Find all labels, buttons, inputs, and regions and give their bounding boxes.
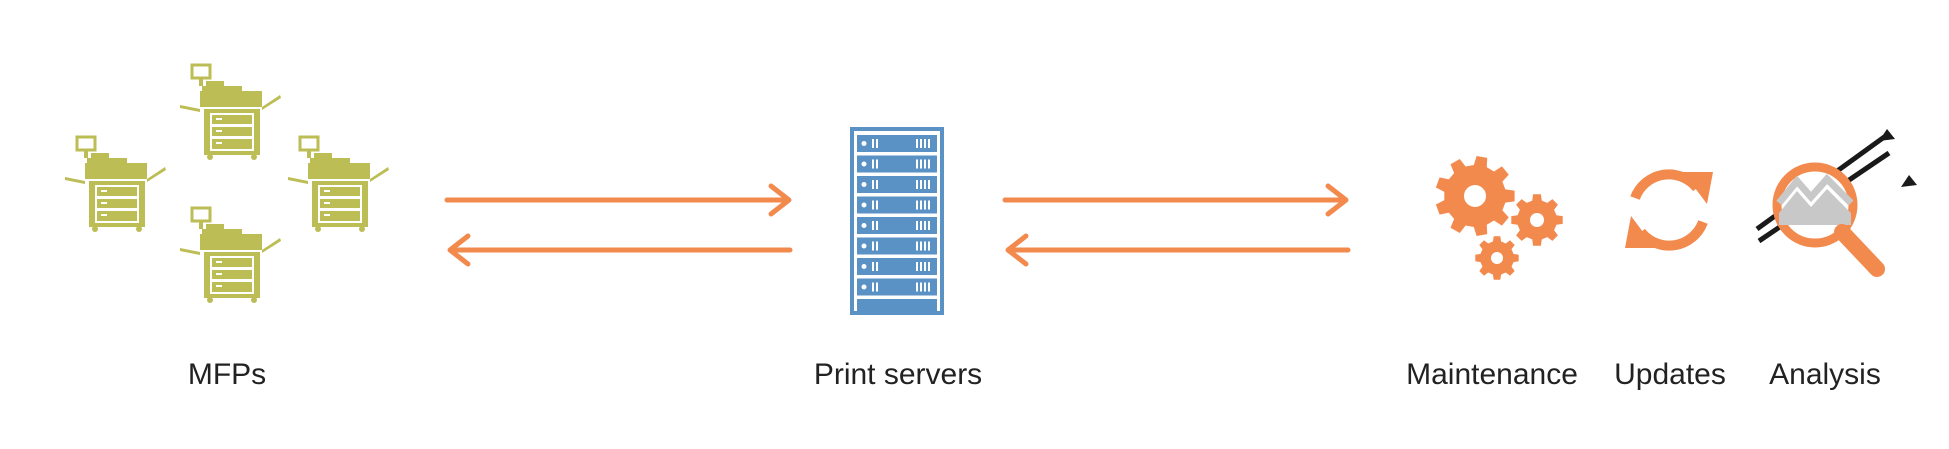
printer-icon: [288, 137, 389, 232]
refresh-icon: [1625, 169, 1713, 251]
label-maintenance: Maintenance: [1406, 358, 1578, 391]
printer-icon: [180, 65, 281, 160]
printer-icon: [65, 137, 166, 232]
label-print-servers: Print servers: [813, 358, 983, 391]
arrow-to-mfps: [447, 233, 793, 267]
arrow-to-services: [1002, 183, 1349, 217]
printer-icon: [180, 208, 281, 303]
arrow-to-servers: [444, 183, 792, 217]
arrow-from-services: [1005, 233, 1351, 267]
label-updates: Updates: [1614, 358, 1726, 391]
magnifier-chart-icon: [1755, 129, 1917, 277]
gears-icon: [1435, 156, 1563, 280]
server-rack-icon: [850, 127, 944, 315]
label-analysis: Analysis: [1769, 358, 1881, 391]
label-mfps: MFPs: [187, 358, 267, 391]
